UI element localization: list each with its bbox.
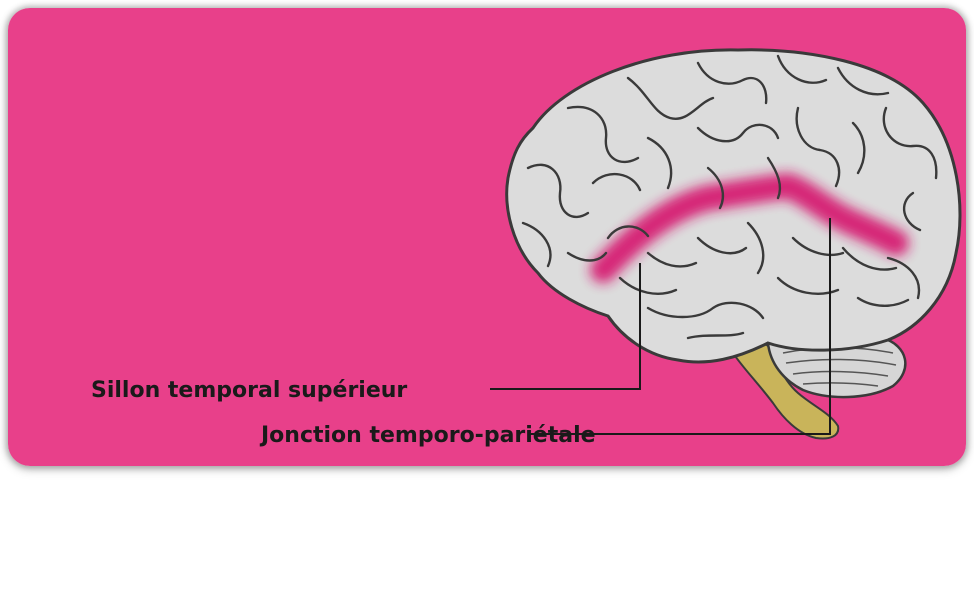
- label-sts: Sillon temporal supérieur: [91, 378, 407, 403]
- diagram-card: Sillon temporal supérieur Jonction tempo…: [8, 8, 966, 466]
- label-tpj: Jonction temporo-pariétale: [259, 423, 596, 448]
- brain-diagram: Sillon temporal supérieur Jonction tempo…: [8, 8, 966, 466]
- card-reflection: Sillon temporal supérieur Jonction tempo…: [8, 468, 966, 593]
